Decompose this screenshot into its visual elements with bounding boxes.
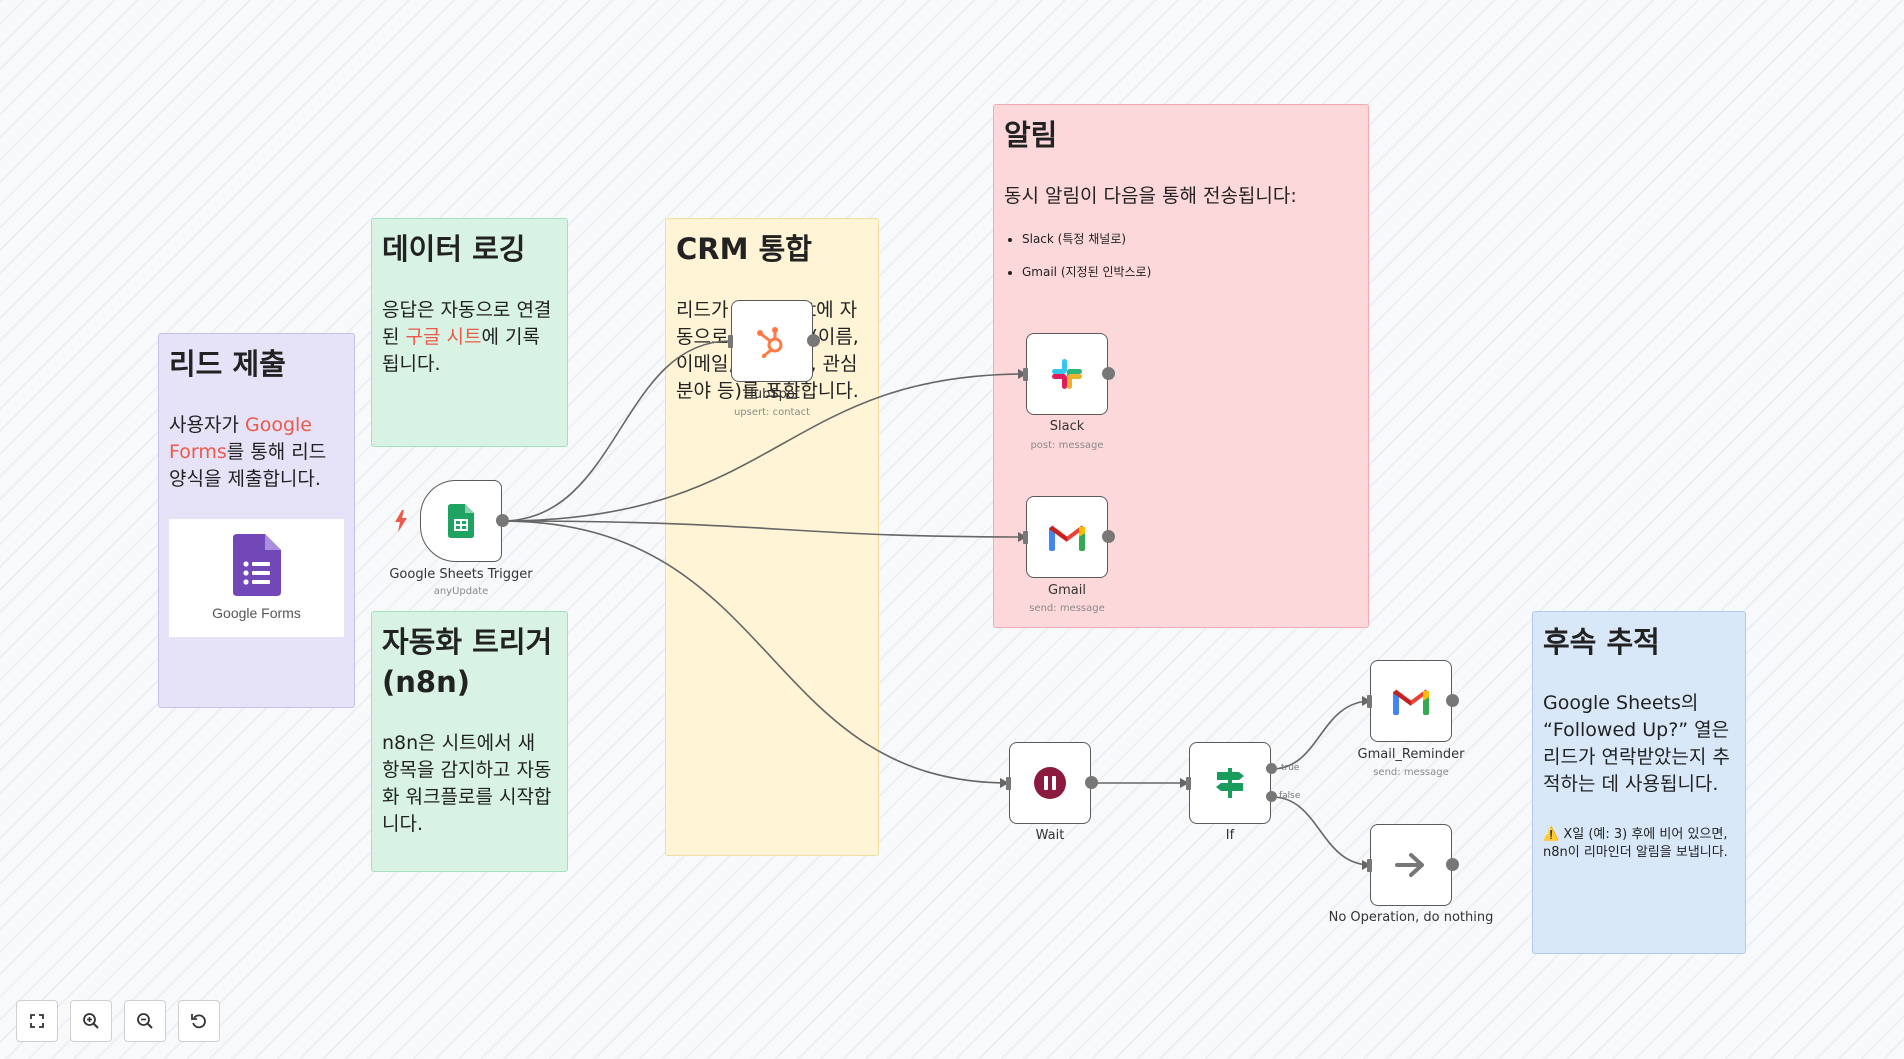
node-label: Wait	[1035, 828, 1065, 843]
node-label: HubSpot	[744, 387, 800, 402]
reset-zoom-button[interactable]	[178, 1000, 220, 1042]
input-handle[interactable]	[1367, 695, 1372, 708]
gmail-icon	[1049, 525, 1085, 551]
pause-icon	[1034, 767, 1066, 799]
output-handle[interactable]	[807, 334, 820, 347]
output-handle-true[interactable]	[1266, 763, 1277, 774]
fit-view-icon	[30, 1014, 44, 1028]
google-forms-label: Google Forms	[212, 605, 301, 621]
note-title: 자동화 트리거 (n8n)	[382, 625, 553, 699]
google-forms-icon	[233, 534, 281, 596]
input-handle[interactable]	[1367, 859, 1372, 872]
arrow-right-icon	[1395, 853, 1424, 877]
node-label: If	[1225, 828, 1235, 843]
node-slack[interactable]	[1023, 333, 1115, 415]
note-title: 후속 추적	[1543, 625, 1660, 659]
sticky-follow-up[interactable]: 후속 추적 Google Sheets의 “Followed Up?” 열은 리…	[1532, 611, 1746, 954]
output-handle[interactable]	[1446, 858, 1459, 871]
zoom-in-icon	[83, 1013, 99, 1029]
list-item: Gmail (지정된 인박스로)	[1022, 263, 1358, 281]
google-forms-image: Google Forms	[169, 519, 344, 637]
node-hubspot[interactable]	[728, 300, 820, 382]
note-title: CRM 통합	[676, 232, 812, 266]
node-label: Google Sheets Trigger	[389, 567, 533, 582]
node-subtitle: send: message	[1373, 767, 1449, 778]
slack-icon	[1052, 359, 1082, 389]
note-title: 알림	[1004, 118, 1058, 152]
note-text: 응답은 자동으로 연결된 구글 시트에 기록됩니다.	[382, 299, 552, 375]
branch-label-false: false	[1279, 791, 1301, 801]
output-handle[interactable]	[496, 514, 509, 527]
output-handle[interactable]	[1102, 530, 1115, 543]
fit-view-button[interactable]	[16, 1000, 58, 1042]
output-handle[interactable]	[1102, 367, 1115, 380]
note-text: Google Sheets의 “Followed Up?” 열은 리드가 연락받…	[1543, 692, 1730, 795]
node-subtitle: post: message	[1030, 440, 1104, 451]
zoom-in-button[interactable]	[70, 1000, 112, 1042]
input-handle[interactable]	[1023, 531, 1028, 544]
note-title: 데이터 로깅	[382, 232, 526, 266]
node-label: Gmail	[1048, 583, 1086, 598]
warning-text: ⚠️ X일 (예: 3) 후에 비어 있으면, n8n이 리마인더 알림을 보냅…	[1543, 827, 1728, 860]
output-handle[interactable]	[1446, 694, 1459, 707]
input-handle[interactable]	[728, 335, 733, 348]
input-handle[interactable]	[1186, 777, 1191, 790]
gmail-icon	[1393, 689, 1429, 715]
alert-channel-list: Slack (특정 채널로) Gmail (지정된 인박스로)	[1004, 230, 1358, 281]
note-text: n8n은 시트에서 새 항목을 감지하고 자동화 워크플로를 시작합니다.	[382, 732, 552, 835]
output-handle[interactable]	[1085, 776, 1098, 789]
zoom-out-button[interactable]	[124, 1000, 166, 1042]
google-sheets-icon	[448, 504, 474, 538]
input-handle[interactable]	[1006, 777, 1011, 790]
node-label: No Operation, do nothing	[1328, 910, 1494, 925]
node-subtitle: upsert: contact	[733, 407, 811, 418]
output-handle-false[interactable]	[1266, 791, 1277, 802]
note-text: 동시 알림이 다음을 통해 전송됩니다:	[1004, 185, 1297, 207]
node-label: Slack	[1049, 419, 1085, 434]
trigger-bolt-icon	[395, 510, 407, 532]
signpost-icon	[1216, 768, 1244, 798]
node-subtitle: send: message	[1029, 603, 1105, 614]
node-google-sheets-trigger[interactable]	[420, 480, 509, 562]
zoom-out-icon	[137, 1013, 153, 1029]
reset-icon	[191, 1014, 206, 1029]
sticky-lead-submission[interactable]: 리드 제출 사용자가 Google Forms를 통해 리드 양식을 제출합니다…	[158, 333, 355, 708]
node-if[interactable]	[1186, 742, 1277, 824]
node-wait[interactable]	[1006, 742, 1098, 824]
list-item: Slack (특정 채널로)	[1022, 230, 1358, 248]
note-text: 사용자가 Google Forms를 통해 리드 양식을 제출합니다.	[169, 414, 327, 490]
sticky-data-logging[interactable]: 데이터 로깅 응답은 자동으로 연결된 구글 시트에 기록됩니다.	[371, 218, 568, 447]
node-no-operation[interactable]	[1367, 824, 1459, 906]
node-gmail-reminder[interactable]	[1367, 660, 1459, 742]
hubspot-icon	[757, 327, 783, 358]
node-gmail[interactable]	[1023, 496, 1115, 578]
note-title: 리드 제출	[169, 347, 286, 381]
node-subtitle: anyUpdate	[433, 586, 489, 597]
branch-label-true: true	[1281, 763, 1300, 773]
input-handle[interactable]	[1023, 368, 1028, 381]
node-label: Gmail_Reminder	[1357, 747, 1465, 762]
sticky-automation-trigger[interactable]: 자동화 트리거 (n8n) n8n은 시트에서 새 항목을 감지하고 자동화 워…	[371, 611, 568, 872]
